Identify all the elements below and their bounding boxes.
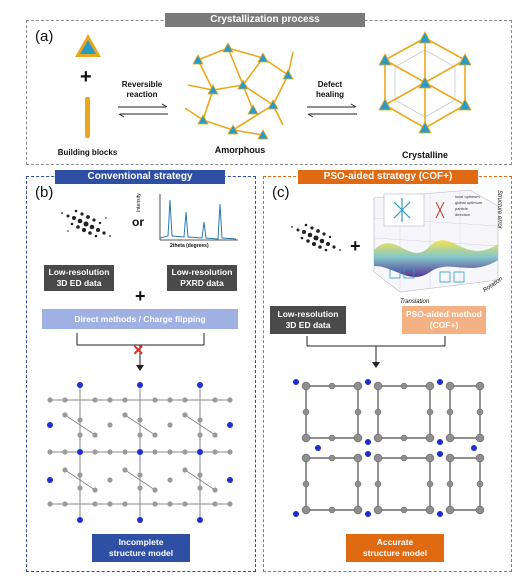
healing-label-1: Defect <box>317 80 343 89</box>
accurate-model-label-line1: Accurate <box>376 537 414 547</box>
pso-legend: local optimum global optimum particle di… <box>455 194 482 218</box>
accurate-structure-model <box>293 379 485 517</box>
ed-data-box-c-line1: Low-resolution <box>277 309 339 319</box>
incomplete-model-label-line1: Incomplete <box>118 537 164 547</box>
triangle-building-block <box>75 34 101 57</box>
incomplete-model-label: Incomplete structure model <box>92 534 190 562</box>
ed-data-box-b-line1: Low-resolution <box>48 267 110 277</box>
accurate-model-label: Accurate structure model <box>346 534 444 562</box>
panel-a-header: Crystallization process <box>165 13 365 27</box>
accurate-model-label-line2: structure model <box>362 548 428 558</box>
reaction-label-2: reaction <box>126 90 158 99</box>
legend-particle: particle <box>455 206 468 211</box>
pso-method-box-line1: PSO-aided method <box>405 309 483 319</box>
ed-data-box-b-line2: 3D ED data <box>56 278 102 288</box>
ed-diffraction-pattern <box>61 209 111 238</box>
healing-arrows-icon <box>307 103 357 118</box>
pso-landscape-plot <box>373 189 499 293</box>
crystalline-label: Crystalline <box>401 150 449 160</box>
amorphous-network <box>184 42 294 140</box>
ed-data-box-c-line2: 3D ED data <box>285 320 331 330</box>
pxrd-y-label: Intensity <box>136 193 142 212</box>
building-blocks-label: Building blocks <box>57 148 118 157</box>
incomplete-model-label-line2: structure model <box>108 548 174 558</box>
healing-label-2: healing <box>315 90 344 99</box>
amorphous-label: Amorphous <box>214 145 266 155</box>
plus-sign-b: + <box>135 286 146 306</box>
panel-b-header: Conventional strategy <box>55 170 225 184</box>
panel-c-letter: (c) <box>272 184 290 201</box>
bracket-connector-c <box>306 336 446 368</box>
ed-data-box-c: Low-resolution 3D ED data <box>270 306 346 334</box>
fail-x-icon: × <box>133 340 144 360</box>
crystalline-framework <box>378 31 472 134</box>
structure-error-axis-label: Structure error <box>496 190 502 229</box>
pxrd-plot <box>159 194 238 241</box>
ed-data-box-b: Low-resolution 3D ED data <box>44 265 114 291</box>
reversible-arrows-icon <box>118 103 168 118</box>
panel-c-header: PSO-aided strategy (COF+) <box>298 170 478 184</box>
pxrd-data-box: Low-resolution PXRD data <box>167 265 237 291</box>
pso-method-box: PSO-aided method (COF+) <box>402 306 486 334</box>
linker-building-block <box>85 97 90 138</box>
pso-method-box-line2: (COF+) <box>429 320 459 330</box>
panel-a-letter: (a) <box>35 28 54 45</box>
ed-diffraction-pattern-c <box>291 223 341 252</box>
pxrd-data-box-line2: PXRD data <box>180 278 224 288</box>
plus-sign-c: + <box>350 236 361 256</box>
legend-direction: direction <box>455 212 471 217</box>
pxrd-data-box-line1: Low-resolution <box>171 267 233 277</box>
translation-axis-label: Translation <box>400 299 430 305</box>
direct-methods-box: Direct methods / Charge flipping <box>42 309 238 329</box>
panel-b-letter: (b) <box>35 184 54 201</box>
bracket-connector-b <box>76 333 205 371</box>
pxrd-x-label: 2theta (degrees) <box>170 243 209 249</box>
or-text: or <box>132 215 144 229</box>
plus-sign-a: + <box>80 66 92 88</box>
legend-local-optimum: local optimum <box>455 194 480 199</box>
incomplete-structure-model <box>47 382 233 523</box>
legend-global-optimum: global optimum <box>455 200 483 205</box>
reaction-label-1: Reversible <box>121 80 163 89</box>
